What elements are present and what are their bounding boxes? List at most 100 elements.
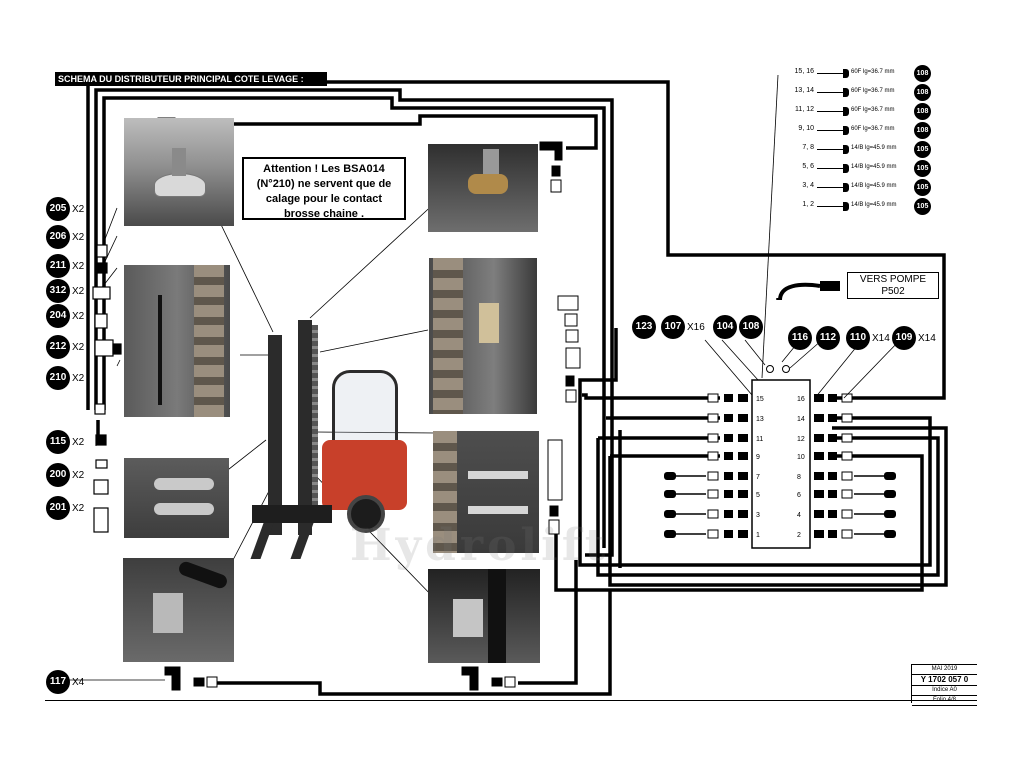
port-fitting: [814, 394, 824, 402]
photo-valve-bottom-right: [428, 569, 540, 663]
part-number-badge: 204: [46, 304, 70, 328]
part-number-badge: 206: [46, 225, 70, 249]
legend-hose-icon: [817, 187, 845, 188]
part-quantity: X2: [72, 285, 85, 297]
manifold-part-item: 123: [632, 315, 656, 339]
part-quantity: X2: [72, 231, 85, 243]
photo-pipes-right: [433, 431, 539, 553]
legend-ref-badge: 108: [914, 122, 931, 139]
manifold-port-label: 14: [797, 416, 805, 423]
port-fitting: [828, 510, 837, 518]
photo-mast-top-left: [124, 118, 234, 226]
part-quantity: X14: [918, 332, 936, 344]
manifold-port-label: 16: [797, 396, 805, 403]
manifold-port-label: 5: [756, 492, 760, 499]
legend-plug-icon: [843, 107, 849, 116]
manifold-port-label: 2: [797, 532, 801, 539]
legend-ports: 9, 10: [798, 125, 814, 132]
legend-hose-icon: [817, 149, 845, 150]
legend-hose-icon: [817, 73, 845, 74]
port-fitting: [814, 452, 824, 460]
port-fitting: [738, 472, 748, 480]
legend-ports: 3, 4: [802, 182, 814, 189]
legend-ports: 1, 2: [802, 201, 814, 208]
hose-line: [518, 560, 578, 685]
part-number-badge: 104: [713, 315, 737, 339]
part-quantity: X2: [72, 372, 85, 384]
pump-hose: [778, 282, 821, 301]
manifold-port-label: 6: [797, 492, 801, 499]
legend-ports: 5, 6: [802, 163, 814, 170]
legend-spec: 14/B lg=45.9 mm: [851, 202, 897, 208]
manifold-part-item: 104: [713, 315, 737, 339]
part-quantity: X2: [72, 310, 85, 322]
legend-ref-badge: 105: [914, 141, 931, 158]
forklift-image: [250, 315, 412, 565]
part-number-badge: 115: [46, 430, 70, 454]
legend-ports: 15, 16: [794, 68, 814, 75]
hose-line: [578, 328, 932, 567]
legend-hose-icon: [817, 111, 845, 112]
title-block-folio: Folio 4/8: [912, 696, 977, 706]
port-fitting: [724, 414, 733, 422]
port-fitting: [828, 472, 837, 480]
manifold-part-item: 116: [788, 326, 812, 350]
part-number-badge: 110: [846, 326, 870, 350]
legend-spec: 60F lg=36.7 mm: [851, 88, 895, 94]
note-line: brosse chaine .: [283, 208, 365, 220]
plug-cap: [884, 490, 896, 498]
manifold-port-label: 4: [797, 512, 801, 519]
legend-spec: 14/B lg=45.9 mm: [851, 145, 897, 151]
part-number-badge: 212: [46, 335, 70, 359]
port-fitting: [707, 451, 719, 461]
hose-line: [596, 436, 940, 577]
port-fitting: [828, 414, 837, 422]
port-fitting: [707, 471, 719, 481]
part-number-badge: 211: [46, 254, 70, 278]
port-fitting: [841, 413, 853, 423]
manifold-port-label: 12: [797, 436, 805, 443]
port-fitting: [814, 434, 824, 442]
legend-ref-badge: 105: [914, 179, 931, 196]
photo-bracket-left: [124, 458, 229, 538]
hose-line: [582, 393, 720, 400]
photo-chain-right: [429, 258, 537, 414]
port-fitting: [814, 490, 824, 498]
note-line: calage pour le contact: [265, 193, 383, 205]
manifold-port-label: 9: [756, 454, 760, 461]
legend-plug-icon: [843, 164, 849, 173]
manifold-part-item: 112: [816, 326, 840, 350]
manifold-block: [751, 379, 811, 549]
legend-hose-icon: [817, 206, 845, 207]
port-fitting: [707, 509, 719, 519]
port-fitting: [724, 472, 733, 480]
port-fitting: [738, 394, 748, 402]
port-fitting: [828, 530, 837, 538]
part-number-badge: 117: [46, 670, 70, 694]
hose-line: [554, 454, 924, 592]
photo-chain-left: [124, 265, 230, 417]
legend-spec: 60F lg=36.7 mm: [851, 107, 895, 113]
part-number-badge: 109: [892, 326, 916, 350]
port-fitting: [707, 529, 719, 539]
title-block-ref: Y 1702 057 0: [912, 675, 977, 686]
hose-line: [212, 114, 598, 150]
port-fitting: [841, 471, 853, 481]
pump-label-box: VERS POMPE P502: [847, 272, 939, 299]
port-fitting: [828, 394, 837, 402]
manifold-port-label: 13: [756, 416, 764, 423]
port-fitting: [724, 434, 733, 442]
part-number-badge: 108: [739, 315, 763, 339]
part-quantity: X2: [72, 203, 85, 215]
part-number-badge: 312: [46, 279, 70, 303]
legend-plug-icon: [843, 145, 849, 154]
title-block: MAI 2019 Y 1702 057 0 Indice A0 Folio 4/…: [911, 664, 977, 706]
